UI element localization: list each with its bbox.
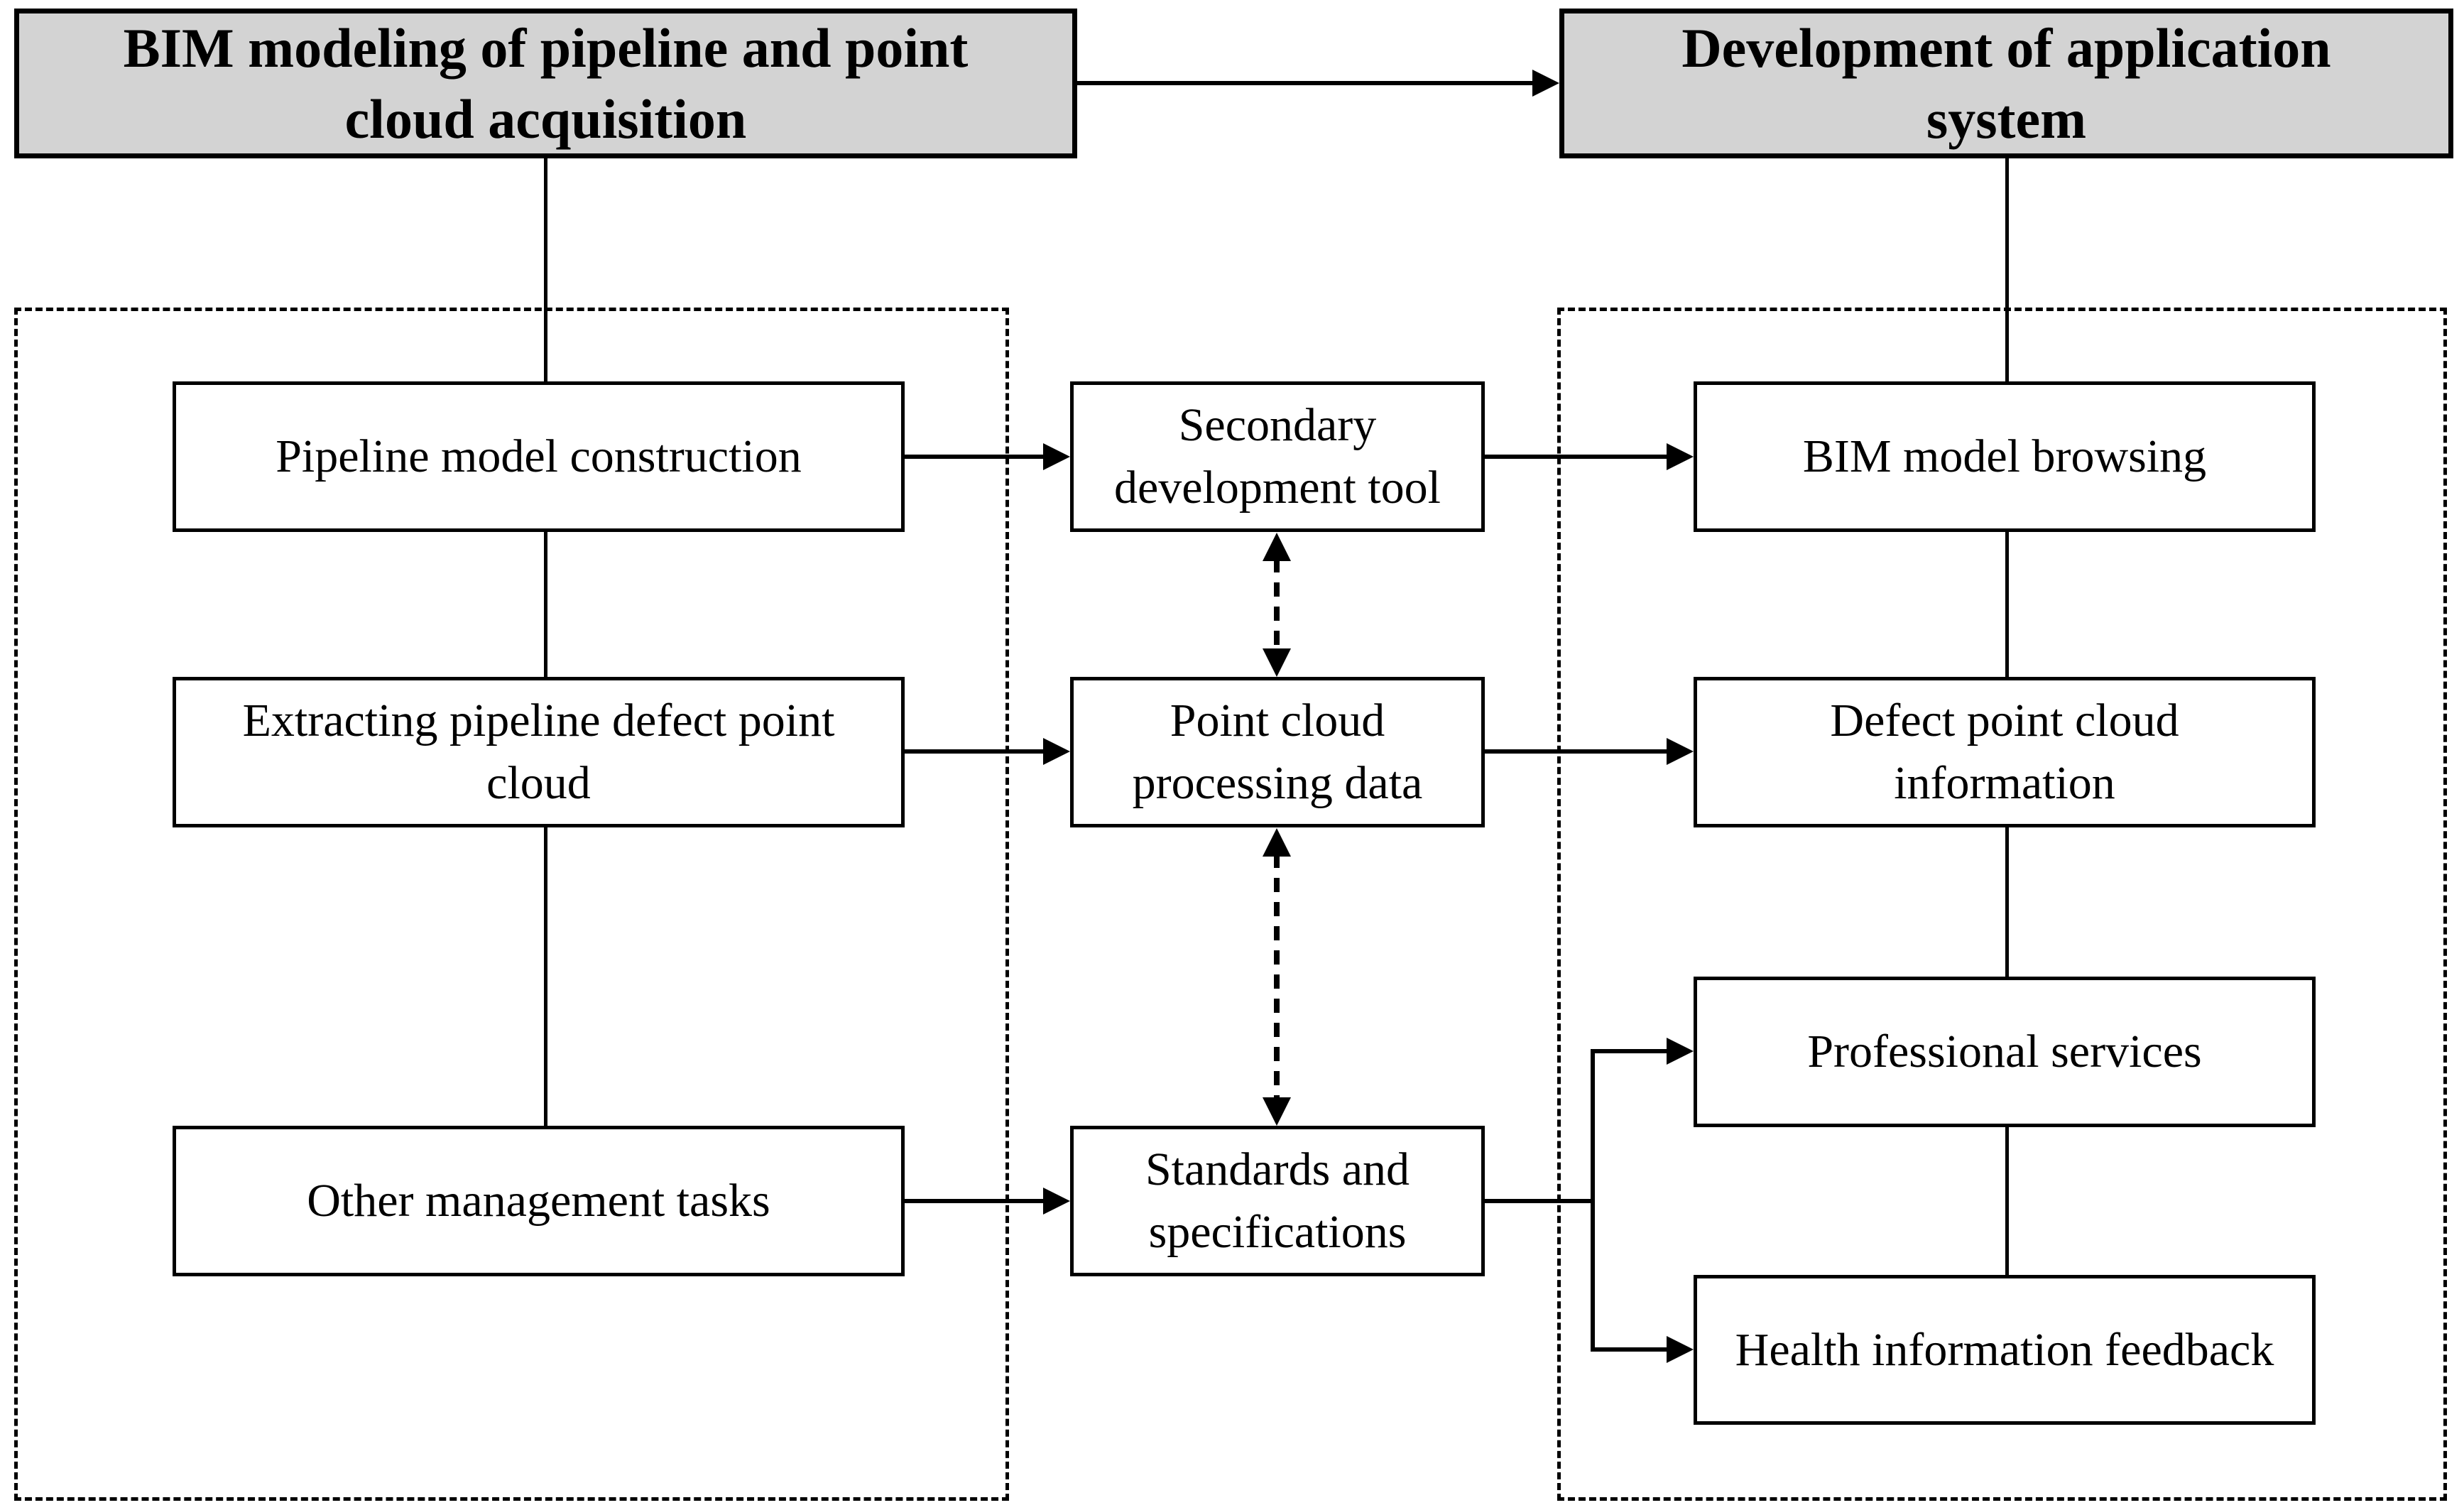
box-point-cloud-processing-data: Point cloud processing data xyxy=(1070,677,1485,827)
dashed-link2-shaft xyxy=(1274,854,1280,1099)
dashed-link2-down-arrowhead xyxy=(1263,1097,1291,1126)
arrow-pointcloud-to-defectinfo-line xyxy=(1485,749,1669,754)
arrow-secondary-to-browsing-arrowhead xyxy=(1667,443,1694,470)
spine-right-seg4 xyxy=(2005,1126,2009,1275)
arrow-extracting-to-pointcloud-line xyxy=(904,749,1046,754)
arrow-tasks-to-standards-line xyxy=(904,1199,1046,1203)
box-bim-model-browsing: BIM model browsing xyxy=(1694,381,2316,532)
connector-headers-arrowhead xyxy=(1532,70,1559,97)
box-professional-services: Professional services xyxy=(1694,977,2316,1127)
box-standards-and-specifications: Standards and specifications xyxy=(1070,1126,1485,1276)
connector-branch-vertical xyxy=(1591,1049,1595,1352)
left-dashed-container xyxy=(14,308,1009,1501)
right-dashed-container xyxy=(1557,308,2447,1501)
dashed-link1-up-arrowhead xyxy=(1263,533,1291,561)
box-health-information-feedback: Health information feedback xyxy=(1694,1275,2316,1425)
spine-right-seg3 xyxy=(2005,827,2009,977)
spine-right-seg2 xyxy=(2005,531,2009,677)
box-defect-point-cloud-information: Defect point cloud information xyxy=(1694,677,2316,827)
arrow-pipeline-to-secondary-line xyxy=(904,455,1046,459)
box-pipeline-model-construction: Pipeline model construction xyxy=(173,381,905,532)
spine-right-seg1 xyxy=(2005,158,2009,381)
dashed-link1-shaft xyxy=(1274,558,1280,651)
arrow-pointcloud-to-defectinfo-arrowhead xyxy=(1667,738,1694,765)
spine-left-seg2 xyxy=(544,531,547,677)
box-secondary-development-tool: Secondary development tool xyxy=(1070,381,1485,532)
connector-standards-to-branch xyxy=(1485,1199,1593,1203)
dashed-link2-up-arrowhead xyxy=(1263,828,1291,857)
dashed-link1-down-arrowhead xyxy=(1263,648,1291,677)
arrow-branch-to-health-arrowhead xyxy=(1667,1336,1694,1363)
spine-left-seg1 xyxy=(544,158,547,381)
arrow-branch-to-health-line xyxy=(1595,1347,1669,1352)
spine-left-seg3 xyxy=(544,827,547,1126)
header-app-development: Development of application system xyxy=(1559,9,2453,158)
connector-headers-line xyxy=(1077,81,1535,85)
box-extracting-defect-point-cloud: Extracting pipeline defect point cloud xyxy=(173,677,905,827)
arrow-pipeline-to-secondary-arrowhead xyxy=(1043,443,1070,470)
header-bim-modeling: BIM modeling of pipeline and point cloud… xyxy=(14,9,1077,158)
arrow-branch-to-professional-line xyxy=(1595,1049,1669,1053)
arrow-branch-to-professional-arrowhead xyxy=(1667,1038,1694,1065)
arrow-tasks-to-standards-arrowhead xyxy=(1043,1188,1070,1215)
arrow-extracting-to-pointcloud-arrowhead xyxy=(1043,738,1070,765)
arrow-secondary-to-browsing-line xyxy=(1485,455,1669,459)
box-other-management-tasks: Other management tasks xyxy=(173,1126,905,1276)
